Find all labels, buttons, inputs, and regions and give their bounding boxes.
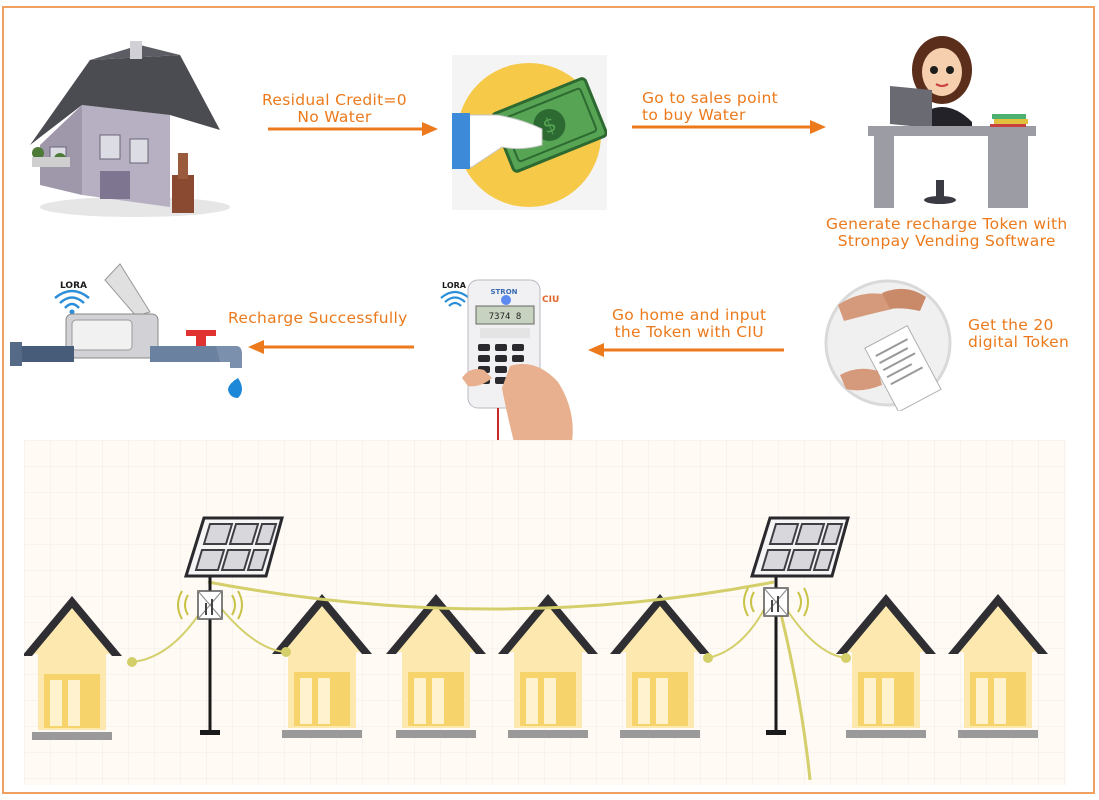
input-token-label: Go home and input the Token with CIU	[612, 307, 766, 341]
solar-panel-icon	[184, 516, 284, 578]
recharge-successfully-label: Recharge Successfully	[228, 309, 408, 327]
diagram-border	[2, 6, 1095, 794]
get-token-label: Get the 20 digital Token	[968, 317, 1069, 351]
arrow-right-icon	[632, 120, 826, 134]
ciu-badge: CIU	[542, 295, 559, 305]
sales-line-2: to buy Water	[642, 106, 746, 124]
vending-operator-icon	[860, 30, 1040, 210]
generate-line-2: Stronpay Vending Software	[837, 232, 1056, 250]
payment-cash-icon: $	[452, 55, 607, 210]
residual-line-2: No Water	[297, 108, 372, 126]
token-receipt-icon	[822, 275, 954, 411]
ciu-brand: STRON	[490, 288, 517, 296]
arrow-right-icon	[268, 122, 438, 136]
generate-token-label: Generate recharge Token with Stronpay Ve…	[826, 216, 1067, 250]
sales-line-1: Go to sales point	[642, 89, 778, 107]
arrow-left-icon	[248, 340, 414, 354]
meter-lora-badge: LORA	[60, 281, 87, 291]
smart-water-meter-icon: LORA	[10, 250, 260, 415]
sales-point-label: Go to sales point to buy Water	[642, 90, 778, 124]
get-line-1: Get the 20	[968, 316, 1054, 334]
lora-network-scene	[24, 440, 1066, 785]
arrow-left-icon	[588, 343, 784, 357]
home-line-2: the Token with CIU	[614, 323, 764, 341]
ciu-display: 7374 8	[489, 312, 522, 322]
get-line-2: digital Token	[968, 333, 1070, 351]
generate-line-1: Generate recharge Token with	[826, 215, 1068, 233]
ciu-lora-badge: LORA	[442, 281, 467, 290]
ciu-keypad-device-icon: LORA CIU STRON 7374 8	[440, 270, 585, 442]
house-icon	[20, 35, 230, 220]
residual-line-1: Residual Credit=0	[262, 91, 407, 109]
home-line-1: Go home and input	[612, 306, 767, 324]
residual-credit-label: Residual Credit=0 No Water	[262, 92, 407, 126]
solar-panel-icon	[750, 516, 850, 578]
